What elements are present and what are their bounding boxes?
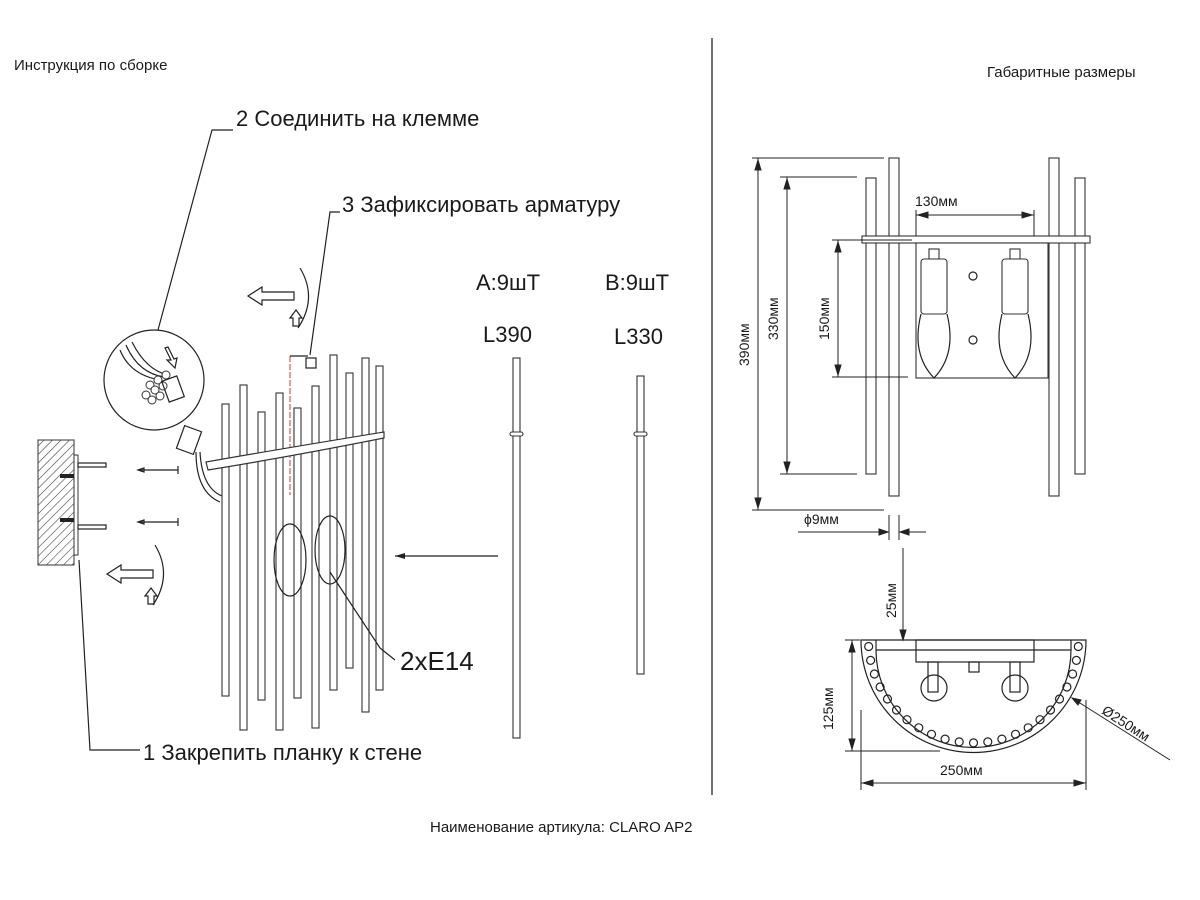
bead bbox=[914, 723, 924, 733]
lamp-rod bbox=[239, 384, 248, 731]
bead bbox=[1062, 682, 1072, 692]
bead bbox=[869, 669, 880, 679]
leader-step-3 bbox=[309, 211, 340, 356]
bead bbox=[926, 729, 937, 739]
lamp-rod bbox=[221, 403, 230, 697]
lamp-ring bbox=[205, 431, 385, 471]
leader-step-2 bbox=[157, 129, 233, 331]
step-1-label: 1 Закрепить планку к стене bbox=[143, 740, 423, 765]
rod-a-qty: A:9шТ bbox=[476, 270, 541, 295]
dim-rod-diameter: ϕ9мм bbox=[804, 511, 839, 527]
bead bbox=[864, 641, 874, 652]
lamp-rod bbox=[257, 411, 266, 701]
bead bbox=[1054, 694, 1065, 704]
bulb-1 bbox=[273, 523, 307, 597]
bead bbox=[1067, 669, 1078, 679]
terminal-block bbox=[175, 424, 223, 503]
bead bbox=[891, 705, 902, 715]
fixing-nut bbox=[305, 357, 317, 369]
move-arrow-bottom bbox=[105, 544, 165, 606]
rod-a-drawing bbox=[509, 357, 524, 739]
dim-socket-spacing: 130мм bbox=[915, 193, 958, 209]
lamp-assembly bbox=[221, 354, 384, 731]
dim-height-short: 330мм bbox=[765, 297, 781, 340]
lamp-rod bbox=[345, 372, 354, 669]
dim-plate-height: 150мм bbox=[816, 297, 832, 340]
bead bbox=[875, 682, 885, 692]
bead bbox=[940, 734, 950, 744]
lamp-rod bbox=[293, 407, 302, 699]
leader-step-1 bbox=[78, 559, 140, 751]
bead bbox=[1010, 729, 1021, 739]
move-arrow-top bbox=[246, 267, 310, 329]
lamp-rod bbox=[329, 354, 338, 691]
lamp-rod bbox=[361, 357, 370, 713]
dim-width: 250мм bbox=[940, 762, 983, 778]
lamp-rod bbox=[375, 365, 384, 691]
dim-depth: 125мм bbox=[820, 687, 836, 730]
rod-a-length: L390 bbox=[483, 322, 532, 347]
bead bbox=[1071, 655, 1082, 666]
bead bbox=[865, 655, 876, 666]
bead bbox=[902, 715, 912, 725]
rod-b-qty: B:9шТ bbox=[605, 270, 670, 295]
rod-b-length: L330 bbox=[614, 324, 663, 349]
bead bbox=[882, 694, 893, 704]
top-view bbox=[860, 639, 1087, 754]
bead bbox=[1045, 705, 1056, 715]
bead bbox=[1035, 715, 1045, 725]
terminal-detail-circle bbox=[103, 329, 205, 431]
bead bbox=[968, 738, 979, 748]
bead bbox=[1073, 641, 1083, 652]
bead bbox=[1023, 723, 1033, 733]
rod-b-drawing bbox=[633, 375, 648, 675]
bulb-2 bbox=[314, 515, 346, 585]
dimensions-title: Габаритные размеры bbox=[987, 64, 1136, 81]
leader-bulbs bbox=[329, 571, 396, 661]
lamp-rod bbox=[275, 392, 284, 731]
bead bbox=[983, 737, 993, 747]
bead bbox=[954, 737, 964, 747]
dim-height-total: 390мм bbox=[736, 323, 752, 366]
step-3-label: 3 Зафиксировать арматуру bbox=[342, 192, 621, 217]
assembly-title: Инструкция по сборке bbox=[14, 57, 168, 74]
article-name: Наименование артикула: CLARO AP2 bbox=[430, 819, 693, 836]
bulb-spec: 2xE14 bbox=[400, 646, 474, 676]
dimension-lines bbox=[752, 157, 1171, 790]
front-view bbox=[861, 157, 1091, 497]
step-2-label: 2 Соединить на клемме bbox=[236, 106, 480, 131]
dim-wall-offset: 25мм bbox=[883, 583, 899, 618]
bead bbox=[997, 734, 1007, 744]
wall-bracket bbox=[37, 439, 179, 566]
